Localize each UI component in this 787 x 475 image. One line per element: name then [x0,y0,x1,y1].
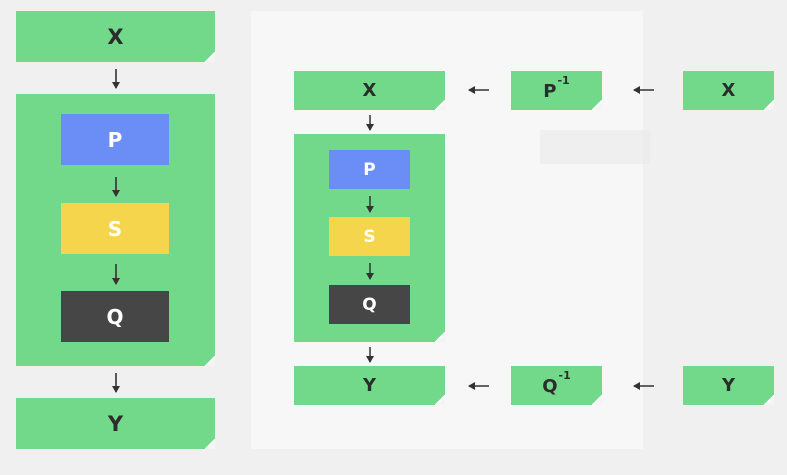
right-block-q-label: Q [362,294,377,315]
right-input-x-label: X [362,80,377,101]
left-input-x-box: X [16,11,215,62]
right-block-s: S [329,217,410,256]
right-output-y-box: Y [294,366,445,405]
source-y-label: Y [721,375,736,396]
faded-shape [540,130,650,164]
left-block-s-label: S [107,216,123,241]
left-block-p: P [61,114,169,165]
right-block-s-label: S [363,226,376,247]
p-inverse-label: P-1 [543,73,570,102]
left-input-x-label: X [107,24,124,49]
right-block-p-label: P [363,159,376,180]
q-inverse-label: Q-1 [542,368,571,397]
right-block-p: P [329,150,410,189]
right-block-q: Q [329,285,410,324]
right-input-x-box: X [294,71,445,110]
left-block-q: Q [61,291,169,342]
source-y-box: Y [683,366,774,405]
left-output-y-box: Y [16,398,215,449]
source-x-label: X [721,80,736,101]
left-block-p-label: P [107,127,123,152]
left-block-q-label: Q [106,304,124,329]
source-x-box: X [683,71,774,110]
p-inverse-box: P-1 [511,71,602,110]
q-inverse-box: Q-1 [511,366,602,405]
left-block-s: S [61,203,169,254]
right-output-y-label: Y [362,375,377,396]
left-output-y-label: Y [107,411,124,436]
